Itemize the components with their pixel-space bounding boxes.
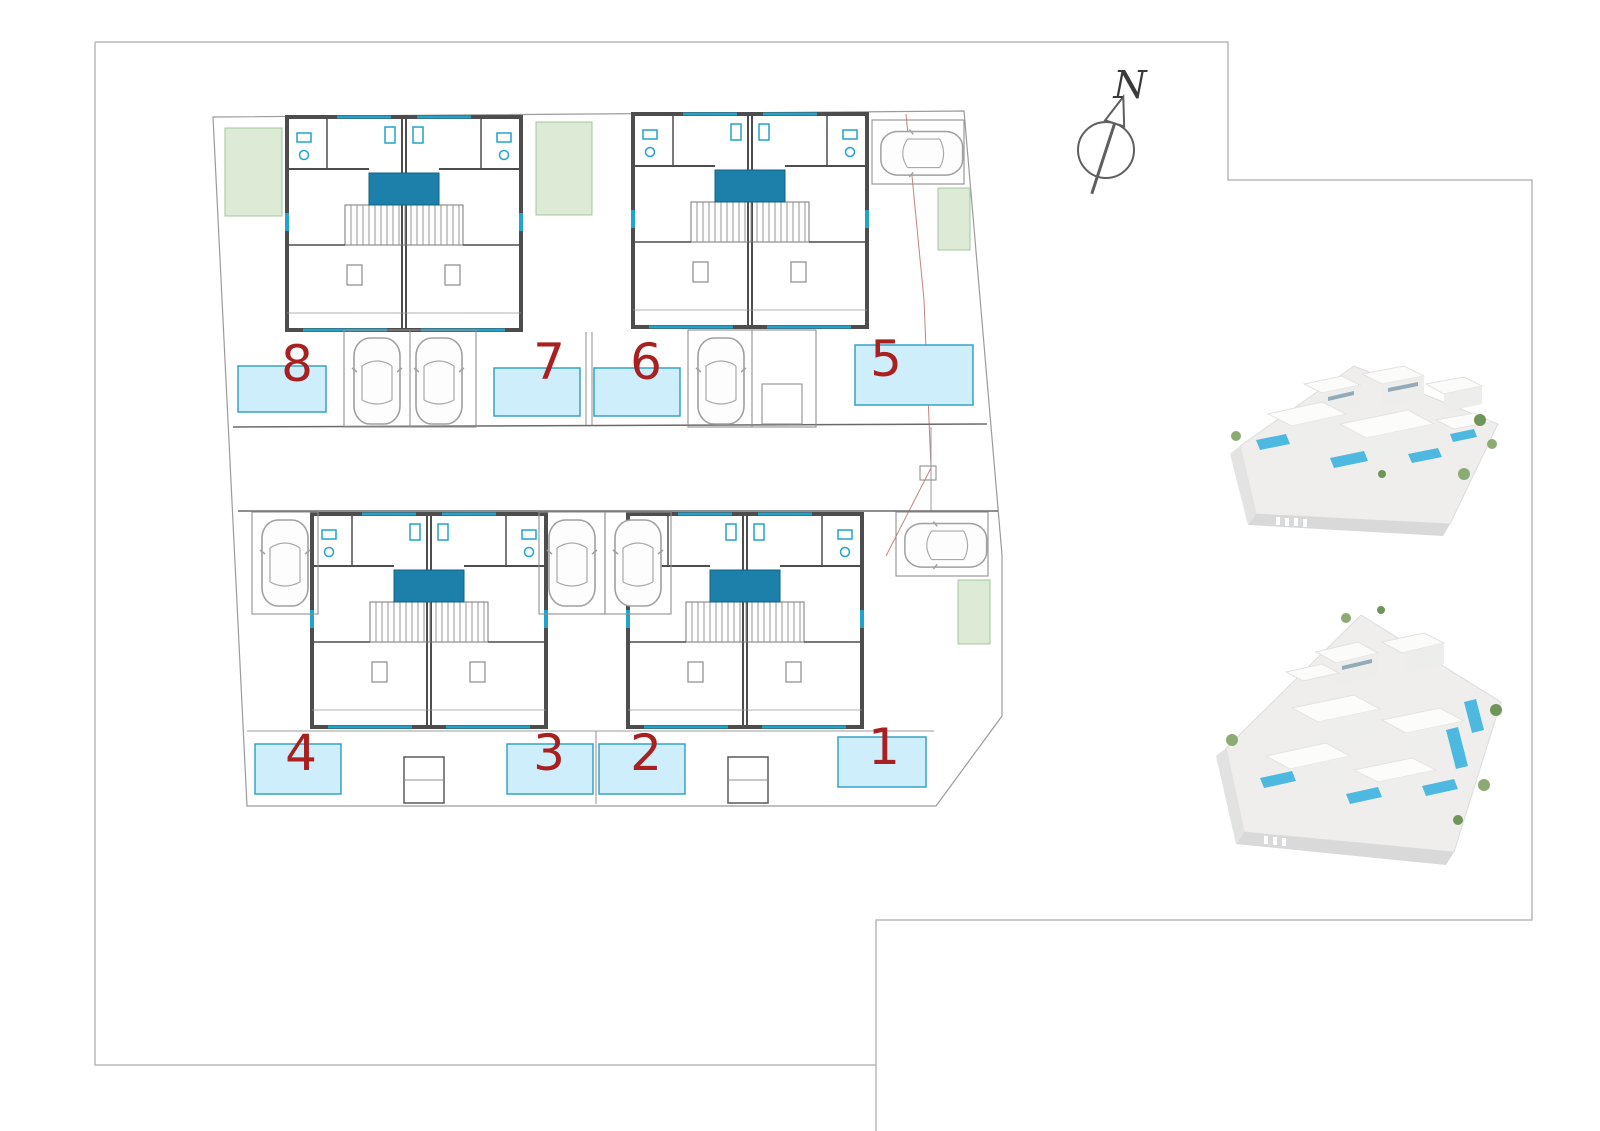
duplex-building-6-5	[629, 112, 871, 329]
carport	[251, 511, 319, 615]
unit-number-8: 8	[281, 335, 313, 393]
plot-boundary	[212, 110, 1003, 807]
duplex-building-8-7	[283, 115, 525, 332]
pool-3	[506, 743, 594, 795]
north-arrow-icon	[1090, 93, 1126, 195]
duplex-building-4-3	[308, 512, 550, 729]
north-compass: N	[1077, 63, 1148, 195]
garage-unit-5	[871, 119, 965, 185]
car-icon	[546, 519, 598, 607]
car-icon	[351, 337, 403, 425]
south-row-block	[238, 510, 998, 804]
unit-number-3: 3	[533, 724, 565, 782]
pool-1	[837, 736, 927, 788]
landscape-area	[224, 127, 283, 217]
pool-2	[598, 743, 686, 795]
car-icon	[259, 519, 311, 607]
unit-number-1: 1	[868, 718, 900, 776]
landscape-area	[957, 579, 991, 645]
pool-5	[854, 344, 974, 406]
pool-7	[493, 367, 581, 417]
carport	[604, 511, 672, 615]
unit-number-2: 2	[630, 724, 662, 782]
pool-4	[254, 743, 342, 795]
unit-number-6: 6	[630, 333, 662, 391]
unit-number-4: 4	[285, 724, 317, 782]
patio	[761, 383, 803, 425]
garage-unit-1	[895, 511, 989, 577]
north-label: N	[1112, 63, 1148, 107]
car-icon	[904, 520, 988, 570]
landscape-area	[535, 121, 593, 216]
car-icon	[880, 128, 964, 178]
pool-8	[237, 365, 327, 413]
car-icon	[695, 337, 747, 425]
landscape-area	[937, 187, 971, 251]
pool-6	[593, 367, 681, 417]
sheet-border	[94, 41, 1533, 1131]
unit-number-7: 7	[533, 333, 565, 391]
compass-circle	[1077, 121, 1135, 179]
car-icon	[612, 519, 664, 607]
car-icon	[413, 337, 465, 425]
aerial-render-top	[1230, 365, 1499, 536]
unit-number-5: 5	[870, 330, 902, 388]
aerial-render-bottom	[1216, 606, 1502, 865]
utility-box	[919, 465, 937, 481]
north-row-block	[232, 112, 988, 428]
